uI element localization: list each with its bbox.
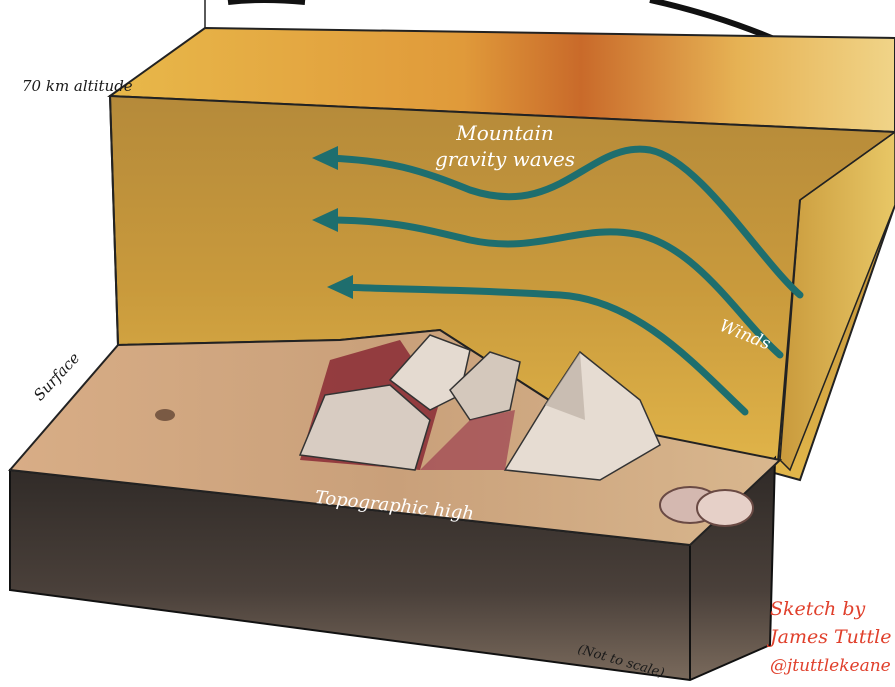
credit-line-1: Sketch by (770, 598, 865, 620)
credit-line-2: James Tuttle (770, 626, 892, 648)
orbit-arc-left (228, 0, 305, 2)
altitude-label: 70 km altitude (22, 78, 106, 95)
credit-line-3: @jtuttlekeane (770, 656, 891, 676)
mountain-gravity-waves-label: Mountain gravity waves (430, 120, 580, 172)
